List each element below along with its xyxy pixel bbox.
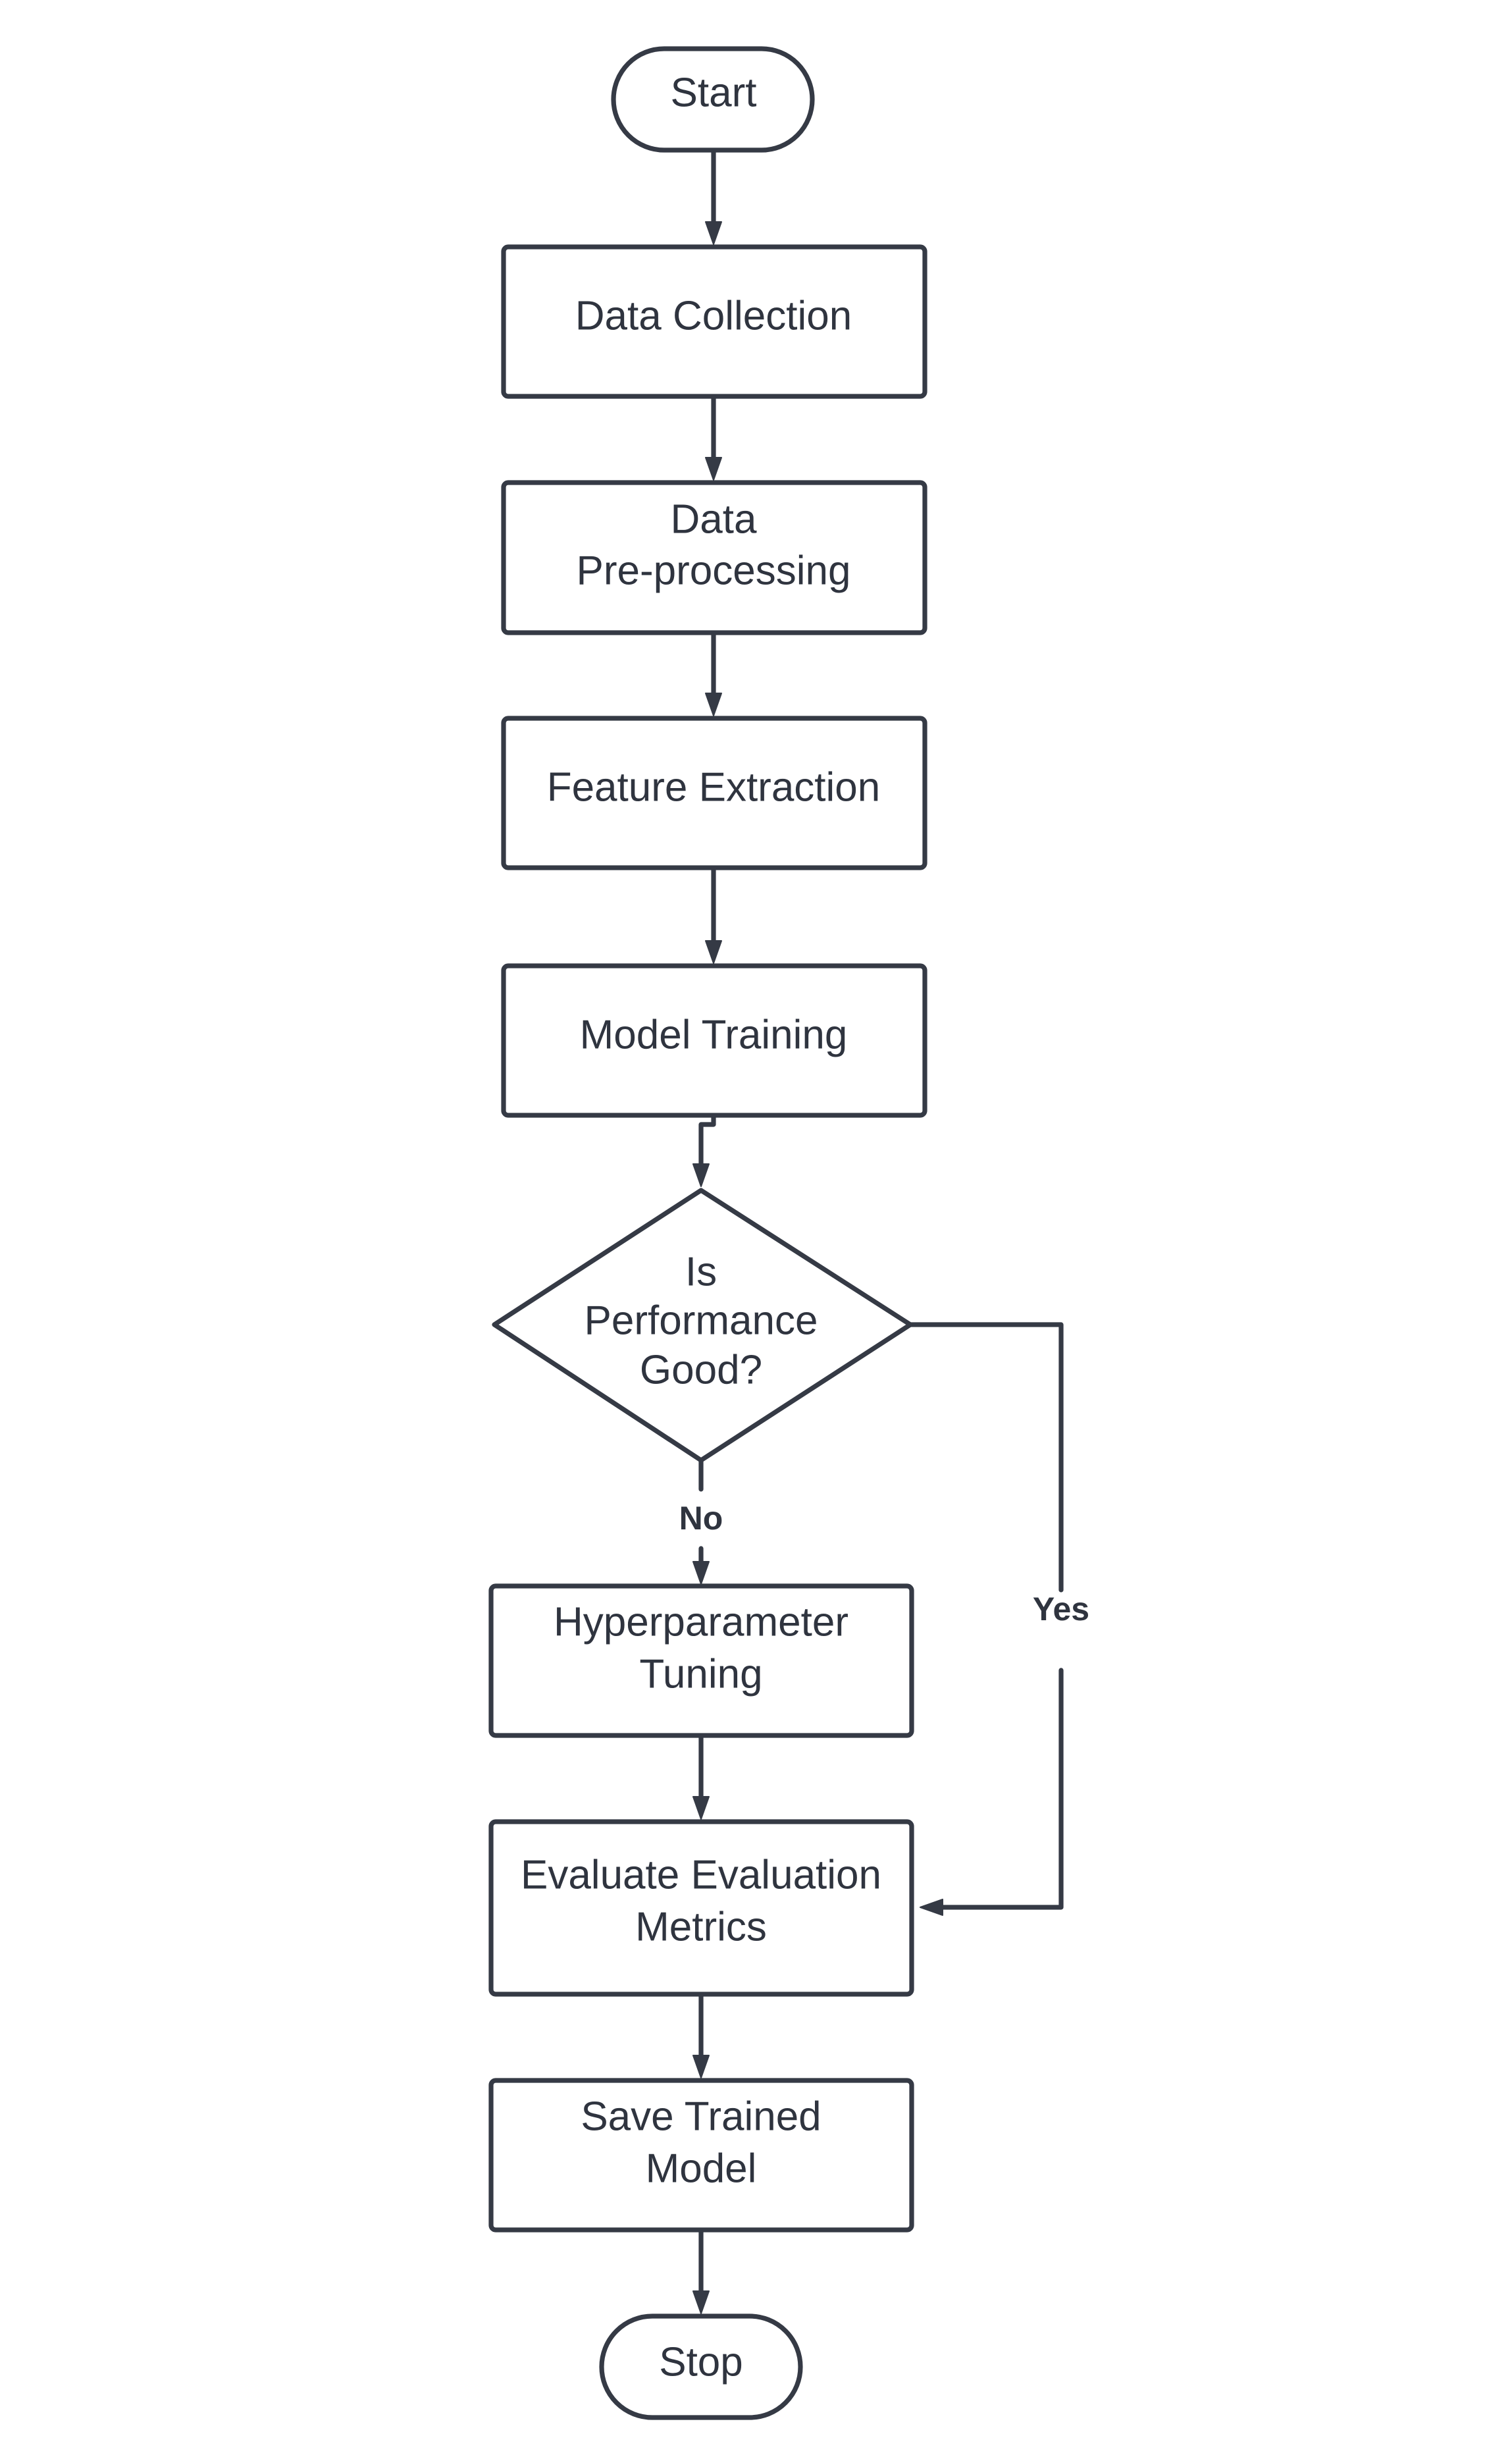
save-model-process: Save Trained Model (488, 2078, 914, 2233)
model-training-process: Model Training (501, 963, 927, 1118)
hyperparameter-tuning-process: Hyperparameter Tuning (488, 1583, 914, 1738)
performance-decision: Is Performance Good? (492, 1188, 913, 1463)
evaluate-metrics-process: Evaluate Evaluation Metrics (488, 1819, 914, 1997)
feature-extraction-label: Feature Extraction (547, 765, 881, 810)
connector-decision-yes-to-evaluate-upper (908, 1322, 1064, 1593)
evaluate-metrics-label-line-2: Metrics (635, 1905, 767, 1950)
feature-extraction-process: Feature Extraction (501, 716, 927, 870)
decision-label-line-3: Good? (640, 1348, 762, 1393)
decision-label-line-1: Is (685, 1250, 717, 1295)
start-label: Start (671, 70, 757, 116)
start-terminal: Start (611, 46, 815, 153)
data-preprocessing-label-line-1: Data (671, 497, 757, 542)
arrowhead-save-model (692, 2055, 710, 2078)
arrowhead-decision (692, 1163, 710, 1187)
data-collection-process: Data Collection (501, 244, 927, 399)
hyperparameter-tuning-label-line-2: Tuning (639, 1652, 762, 1697)
connector-model-training-to-decision (698, 1113, 716, 1167)
arrowhead-model-training (705, 940, 722, 964)
data-preprocessing-process: Data Pre-processing (501, 480, 927, 635)
arrowhead-data-collection (705, 221, 722, 245)
connector-decision-yes-to-evaluate-lower (940, 1668, 1064, 1910)
arrowhead-evaluate-metrics (920, 1899, 943, 1916)
arrowhead-evaluate (692, 1796, 710, 1820)
edge-label-yes: Yes (1033, 1591, 1089, 1627)
arrowhead-hyperparameter (692, 1561, 710, 1585)
data-preprocessing-label-line-2: Pre-processing (577, 548, 851, 594)
arrowhead-stop (692, 2290, 710, 2314)
arrowhead-feature-extraction (705, 693, 722, 716)
stop-label: Stop (659, 2340, 743, 2385)
stop-terminal: Stop (599, 2314, 803, 2420)
save-model-label-line-1: Save Trained (581, 2094, 821, 2140)
evaluate-metrics-label-line-1: Evaluate Evaluation (521, 1853, 881, 1898)
save-model-label-line-2: Model (646, 2146, 757, 2192)
edge-label-no: No (679, 1500, 723, 1537)
model-training-label: Model Training (580, 1013, 848, 1058)
connectors (692, 147, 1064, 2314)
arrowhead-preprocessing (705, 457, 722, 481)
decision-label-line-2: Performance (585, 1298, 818, 1344)
data-collection-label: Data Collection (575, 294, 852, 339)
hyperparameter-tuning-label-line-1: Hyperparameter (554, 1600, 848, 1645)
